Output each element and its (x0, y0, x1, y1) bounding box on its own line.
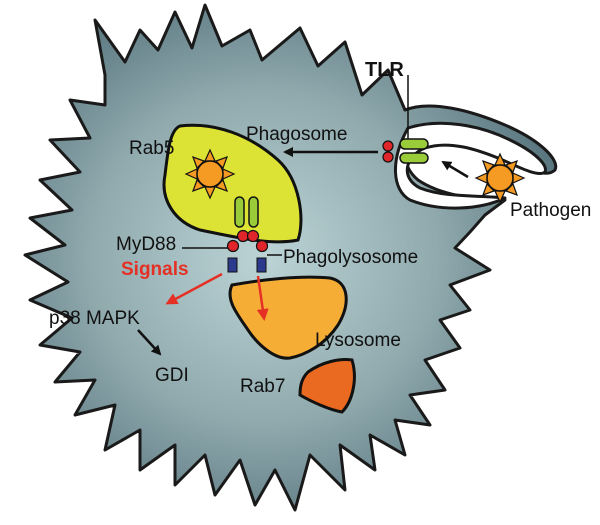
p38-mapk-label: p38 MAPK (49, 308, 140, 329)
tlr-receptor-icon (382, 138, 429, 164)
myd88-label: MyD88 (116, 234, 176, 255)
gdi-label: GDI (155, 365, 189, 386)
lysosome (228, 275, 348, 360)
pathogen-label: Pathogen (510, 200, 591, 221)
phagolysosome-label: Phagolysosome (283, 247, 418, 268)
uptake-arrow (441, 160, 469, 179)
rab7-vesicle (298, 358, 356, 414)
pathogen-icon (185, 149, 235, 199)
pathogen-icon (475, 153, 525, 203)
rab7-label: Rab7 (240, 376, 285, 397)
rab5-label: Rab5 (129, 138, 174, 159)
lysosome-label: Lysosome (315, 330, 401, 351)
phagocytic-cup (394, 121, 547, 210)
mapk-gdi-arrow (137, 329, 162, 356)
phagosome-label: Phagosome (246, 124, 347, 145)
phagosome (162, 123, 303, 244)
tlr-label: TLR (365, 59, 404, 81)
signals-label: Signals (121, 259, 189, 280)
myd88-adaptor-icon (226, 196, 269, 273)
signals-arrow-mapk (165, 272, 223, 305)
signals-arrow-lysosome (256, 275, 269, 321)
